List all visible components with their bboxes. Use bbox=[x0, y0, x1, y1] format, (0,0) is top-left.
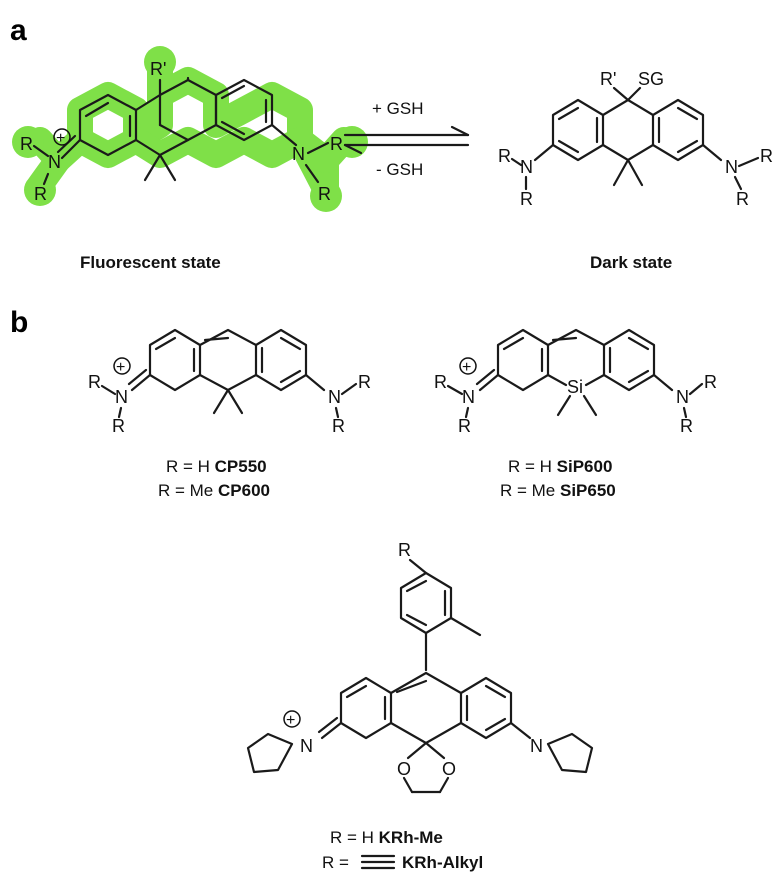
positive-charge-icon bbox=[53, 128, 71, 146]
r-label: R bbox=[680, 416, 693, 436]
caption-prefix: R = H bbox=[166, 457, 215, 476]
fluorescent-state-structure: R' N + R R N R R bbox=[12, 46, 368, 212]
r-label: R bbox=[398, 540, 411, 560]
compound-name: SiP600 bbox=[557, 457, 613, 476]
r-label: R bbox=[20, 134, 33, 154]
amine-n-label: N bbox=[676, 387, 689, 407]
r-label: R bbox=[358, 372, 371, 392]
equilibrium-arrows bbox=[343, 125, 470, 155]
r-prime-label: R' bbox=[600, 69, 616, 89]
fluorescent-state-caption: Fluorescent state bbox=[80, 253, 221, 272]
compound-name: KRh-Alkyl bbox=[402, 853, 483, 872]
iminium-n-label: N bbox=[115, 387, 128, 407]
forward-reagent: + GSH bbox=[372, 99, 424, 118]
cp600-caption: R = Me CP600 bbox=[158, 481, 270, 500]
iminium-n-label: N bbox=[462, 387, 475, 407]
caption-prefix: R = H bbox=[330, 828, 379, 847]
r-label: R bbox=[318, 184, 331, 204]
r-label: R bbox=[704, 372, 717, 392]
r-label: R bbox=[458, 416, 471, 436]
r-label: R bbox=[520, 189, 533, 209]
amine-n-label: N bbox=[328, 387, 341, 407]
caption-prefix: R = bbox=[322, 853, 349, 872]
r-label: R bbox=[112, 416, 125, 436]
panel-label-b: b bbox=[10, 306, 28, 339]
oxygen-label: O bbox=[442, 759, 456, 779]
silicon-label: Si bbox=[567, 377, 583, 397]
triple-bond-icon bbox=[360, 854, 396, 870]
r-label: R bbox=[332, 416, 345, 436]
sip600-caption: R = H SiP600 bbox=[508, 457, 612, 476]
reverse-reagent: - GSH bbox=[376, 160, 423, 179]
r-label: R bbox=[736, 189, 749, 209]
caption-prefix: R = Me bbox=[500, 481, 560, 500]
amine-n-label: N bbox=[292, 144, 305, 164]
oxygen-label: O bbox=[397, 759, 411, 779]
positive-charge-icon bbox=[459, 357, 477, 375]
compound-name: SiP650 bbox=[560, 481, 616, 500]
compound-name: CP600 bbox=[218, 481, 270, 500]
fluorescent-rings bbox=[56, 76, 298, 182]
r-label: R bbox=[330, 134, 343, 154]
r-label: R bbox=[34, 184, 47, 204]
krh-alkyl-caption: R = bbox=[322, 853, 349, 872]
caption-prefix: R = H bbox=[508, 457, 557, 476]
r-label: R bbox=[434, 372, 447, 392]
cp-structure bbox=[127, 328, 326, 415]
r-label: R bbox=[498, 146, 511, 166]
sip-structure bbox=[475, 328, 674, 417]
cp550-caption: R = H CP550 bbox=[166, 457, 267, 476]
positive-charge-icon bbox=[283, 710, 301, 728]
amine-n-label: N bbox=[520, 157, 533, 177]
r-label: R bbox=[760, 146, 773, 166]
iminium-n-label: N bbox=[300, 736, 313, 756]
krh-me-caption: R = H KRh-Me bbox=[330, 828, 443, 847]
sg-label: SG bbox=[638, 69, 664, 89]
dark-state-structure bbox=[533, 86, 723, 187]
krh-structure bbox=[246, 558, 594, 794]
amine-n-label: N bbox=[530, 736, 543, 756]
caption-prefix: R = Me bbox=[158, 481, 218, 500]
amine-n-label: N bbox=[725, 157, 738, 177]
panel-label-a: a bbox=[10, 14, 27, 47]
positive-charge-icon bbox=[113, 357, 131, 375]
r-label: R bbox=[88, 372, 101, 392]
charge-sign: + bbox=[286, 712, 295, 729]
dark-state-caption: Dark state bbox=[590, 253, 672, 272]
compound-name: KRh-Me bbox=[379, 828, 443, 847]
iminium-n-label: N bbox=[48, 152, 61, 172]
compound-name: CP550 bbox=[215, 457, 267, 476]
sip650-caption: R = Me SiP650 bbox=[500, 481, 616, 500]
charge-sign: + bbox=[56, 130, 65, 147]
r-prime-label: R' bbox=[150, 59, 166, 79]
charge-sign: + bbox=[462, 359, 471, 376]
charge-sign: + bbox=[116, 359, 125, 376]
